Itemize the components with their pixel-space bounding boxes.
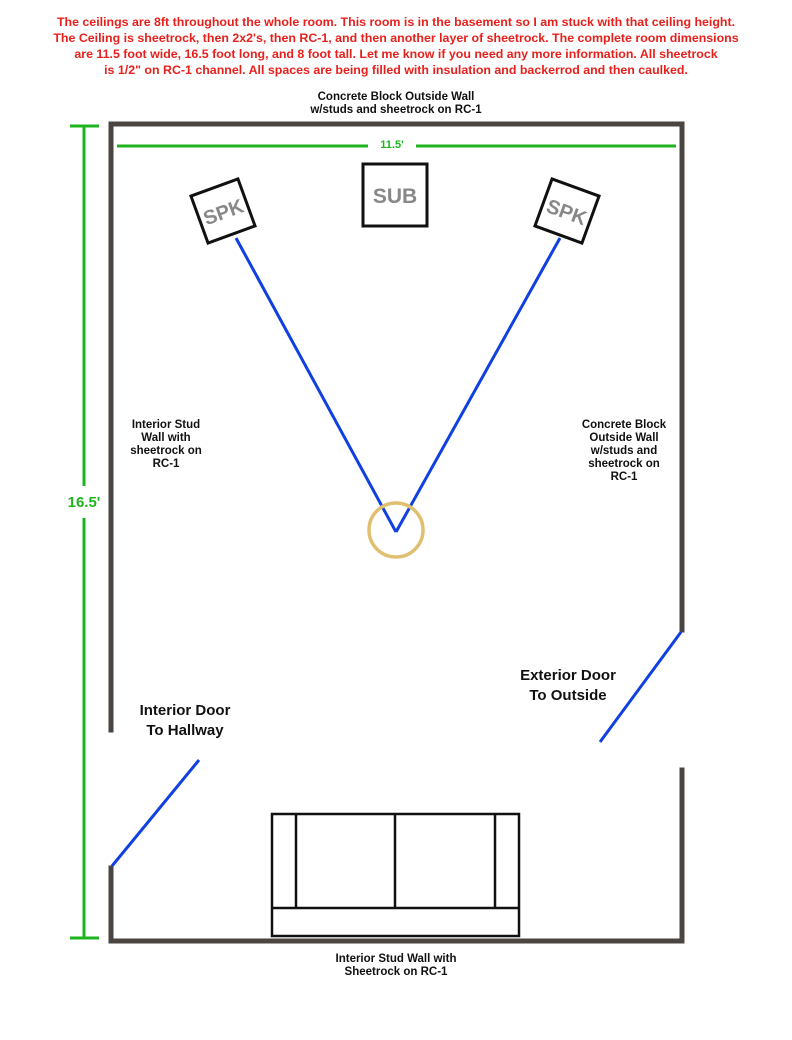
bottom-wall-label: Interior Stud Wall with Sheetrock on RC-… (296, 953, 496, 979)
bottom-wall-label-line-2: Sheetrock on RC-1 (344, 966, 448, 978)
subwoofer-box (361, 162, 429, 228)
left-wall-label-line-2: Wall with (141, 432, 191, 444)
right-speaker-box (533, 177, 601, 245)
top-wall-label-line-1: Concrete Block Outside Wall (317, 91, 475, 103)
left-wall-label-line-4: RC-1 (152, 458, 180, 470)
note-line-2: The Ceiling is sheetrock, then 2x2's, th… (53, 31, 739, 45)
left-speaker: SPK (189, 177, 257, 245)
exterior-door-swing (598, 631, 683, 743)
listening-position (367, 501, 425, 559)
exterior-door-label-line-2: To Outside (529, 687, 607, 704)
length-dimension-label: 16.5' (67, 494, 101, 511)
note-line-1: The ceilings are 8ft throughout the whol… (56, 15, 736, 29)
top-wall-label: Concrete Block Outside Wall w/studs and … (296, 91, 496, 117)
top-wall-label-line-2: w/studs and sheetrock on RC-1 (310, 104, 482, 116)
right-wall-label: Concrete Block Outside Wall w/studs and … (562, 419, 686, 484)
width-dimension-label: 11.5' (380, 139, 404, 151)
right-wall-label-line-3: w/studs and (590, 445, 658, 457)
description-note: The ceilings are 8ft throughout the whol… (20, 14, 772, 78)
subwoofer-label: SUB (373, 185, 417, 208)
exterior-door-label-line-1: Exterior Door (520, 667, 616, 684)
right-wall-label-line-2: Outside Wall (589, 432, 659, 444)
right-wall-label-line-4: sheetrock on (588, 458, 660, 470)
exterior-door-label: Exterior Door To Outside (498, 666, 638, 706)
right-speaker: SPK (533, 177, 601, 245)
right-speaker-line (394, 237, 562, 533)
interior-door-label-line-2: To Hallway (146, 722, 224, 739)
bottom-wall-label-line-1: Interior Stud Wall with (335, 953, 457, 965)
walls (108, 121, 685, 944)
interior-door-label-line-1: Interior Door (139, 702, 231, 719)
left-wall-label: Interior Stud Wall with sheetrock on RC-… (110, 419, 222, 471)
right-wall-label-line-1: Concrete Block (581, 419, 667, 431)
left-speaker-box (189, 177, 257, 245)
couch (270, 812, 521, 938)
note-line-4: is 1/2" on RC-1 channel. All spaces are … (104, 63, 688, 77)
note-line-3: are 11.5 foot wide, 16.5 foot long, and … (74, 47, 718, 61)
left-wall-label-line-1: Interior Stud (131, 419, 201, 431)
right-wall-label-line-5: RC-1 (610, 471, 638, 483)
interior-door-swing (110, 759, 201, 867)
length-dimension (70, 124, 99, 940)
left-wall-label-line-3: sheetrock on (130, 445, 202, 457)
left-speaker-line (234, 237, 398, 533)
interior-door-label: Interior Door To Hallway (114, 701, 256, 741)
